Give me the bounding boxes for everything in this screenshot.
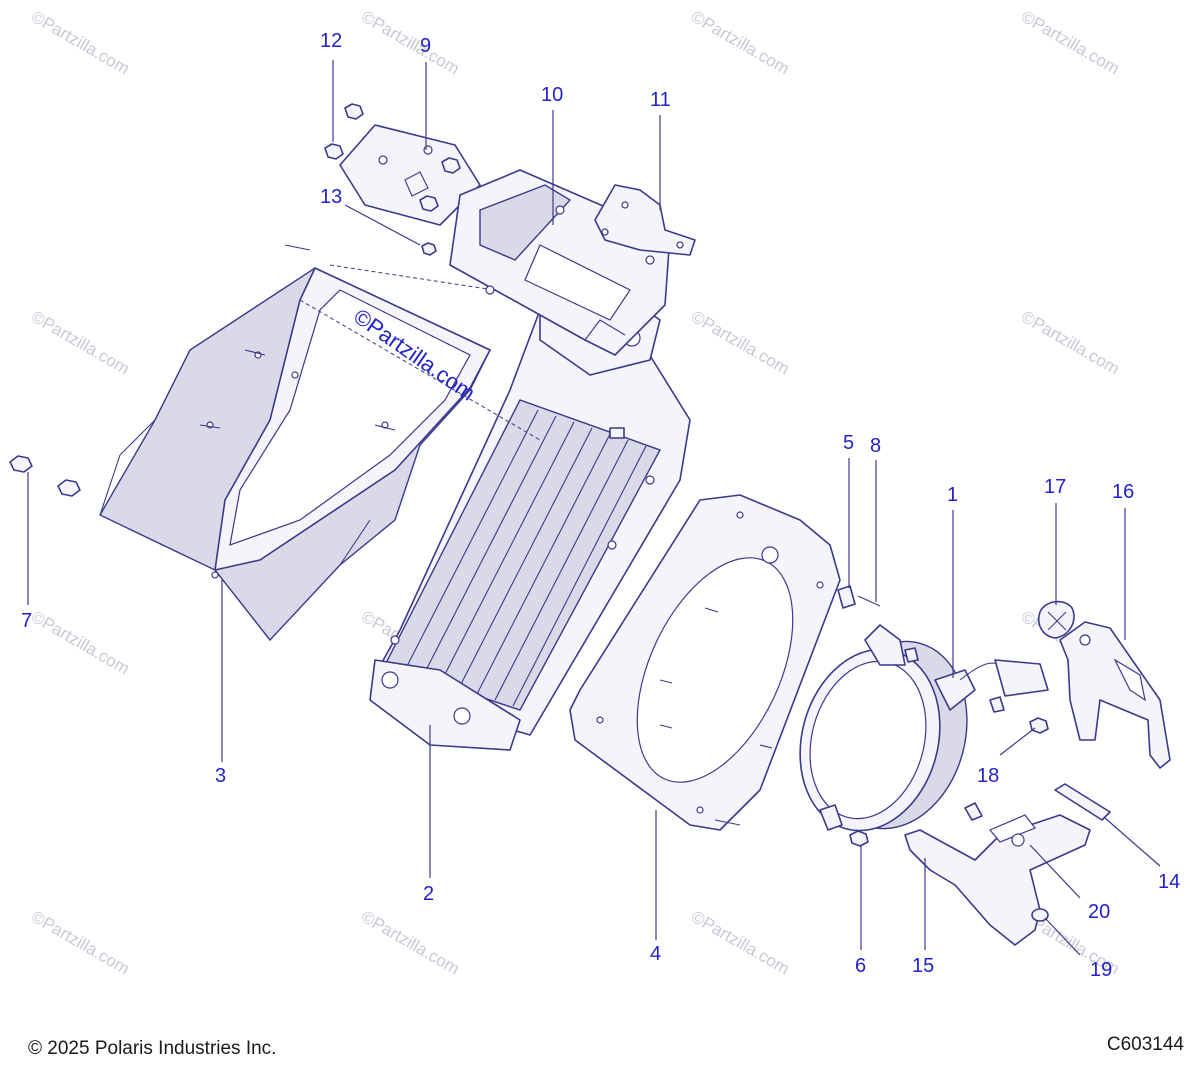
part-18-screw bbox=[1029, 717, 1049, 734]
part-6-bolt bbox=[849, 830, 869, 847]
callout-16: 16 bbox=[1112, 481, 1134, 503]
watermark-tile: ©Partzilla.com bbox=[1018, 307, 1123, 378]
watermark-tile: ©Partzilla.com bbox=[28, 7, 133, 78]
callout-5: 5 bbox=[843, 432, 854, 454]
part-3-radiator-shroud bbox=[99, 244, 491, 642]
part-5-clip bbox=[837, 585, 856, 609]
watermark-tile: ©Partzilla.com bbox=[28, 907, 133, 978]
copyright-notice: © 2025 Polaris Industries Inc. bbox=[28, 1038, 277, 1059]
watermark-tile: ©Partzilla.com bbox=[358, 7, 463, 78]
callout-3: 3 bbox=[215, 765, 226, 787]
callout-1: 1 bbox=[947, 484, 958, 506]
callout-4: 4 bbox=[650, 943, 661, 965]
part-16-bracket bbox=[1059, 621, 1171, 769]
watermark-tile: ©Partzilla.com bbox=[28, 607, 133, 678]
watermark-tile: ©Partzilla.com bbox=[358, 907, 463, 978]
callout-labels: 12 9 10 11 13 7 3 2 4 5 8 1 17 16 18 14 … bbox=[21, 30, 1180, 981]
part-14-pin bbox=[1054, 783, 1111, 821]
watermark-tile: ©Partzilla.com bbox=[688, 907, 793, 978]
part-19-screw bbox=[1031, 908, 1049, 922]
callout-15: 15 bbox=[912, 955, 934, 977]
callout-20: 20 bbox=[1088, 901, 1110, 923]
part-1-fan bbox=[799, 624, 1049, 832]
callout-7: 7 bbox=[21, 610, 32, 632]
callout-14: 14 bbox=[1158, 871, 1180, 893]
callout-10: 10 bbox=[541, 84, 563, 106]
diagram-code: C603144 bbox=[1106, 1034, 1184, 1055]
part-7-bolts bbox=[9, 455, 81, 497]
part-9-plate bbox=[339, 124, 481, 226]
part-11-bracket bbox=[594, 184, 696, 256]
part-8-screw bbox=[857, 595, 881, 607]
part-17-grommet bbox=[1038, 600, 1075, 639]
callout-8: 8 bbox=[870, 435, 881, 457]
callout-9: 9 bbox=[420, 35, 431, 57]
callout-17: 17 bbox=[1044, 476, 1066, 498]
part-12-bolts bbox=[324, 103, 461, 212]
watermark-tile: ©Partzilla.com bbox=[688, 7, 793, 78]
part-10-bracket bbox=[449, 169, 671, 356]
callout-11: 11 bbox=[650, 89, 671, 111]
callout-13: 13 bbox=[320, 186, 342, 208]
callout-6: 6 bbox=[855, 955, 866, 977]
callout-18: 18 bbox=[977, 765, 999, 787]
watermark-tile: ©Partzilla.com bbox=[1018, 7, 1123, 78]
callout-12: 12 bbox=[320, 30, 342, 52]
part-2-radiator bbox=[299, 264, 691, 751]
callout-2: 2 bbox=[423, 883, 434, 905]
callout-19: 19 bbox=[1090, 959, 1112, 981]
part-15-lower-bracket bbox=[904, 802, 1091, 946]
watermark-tile: ©Partzilla.com bbox=[28, 307, 133, 378]
part-13-bolt bbox=[421, 242, 437, 256]
watermark-tile: ©Partzilla.com bbox=[688, 307, 793, 378]
leader-lines bbox=[27, 60, 1161, 956]
part-4-fan-shroud bbox=[569, 494, 841, 831]
